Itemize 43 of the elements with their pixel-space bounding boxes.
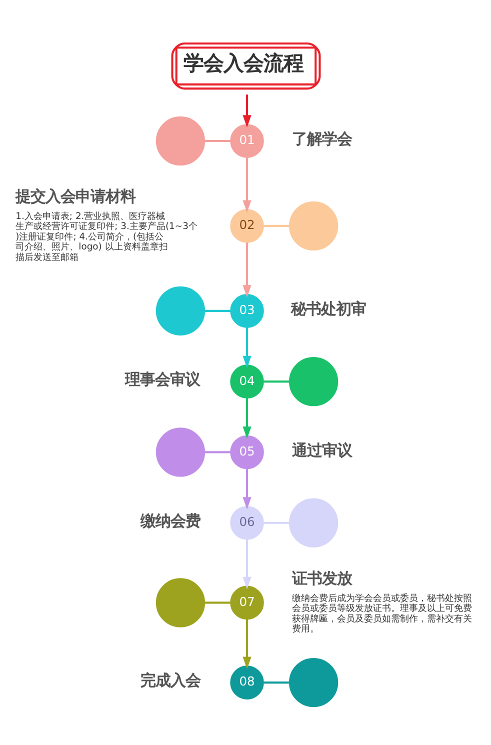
- arrow: [242, 158, 251, 212]
- diagram-title: 学会入会流程: [183, 51, 304, 76]
- node-circle: [288, 201, 338, 251]
- arrow: [242, 94, 251, 128]
- node-circle: 01: [230, 124, 264, 158]
- node-label: 1.入会申请表; 2.营业执照、医疗器械生产或经营许可证复印件; 3.主要产品(1~3个)注册证复印件; 4.公司简介，(包括公司介绍、照片、logo) 以上资料盖章扫描后发送至邮箱: [15, 211, 197, 263]
- node-circle: [155, 286, 205, 336]
- connector: [263, 522, 289, 524]
- node-label: 通过审议: [292, 441, 352, 460]
- node-circle: 05: [230, 435, 264, 470]
- node-circle: 08: [230, 666, 264, 700]
- node-circle: 06: [230, 506, 264, 540]
- connector: [204, 310, 230, 312]
- node-circle: [288, 658, 338, 708]
- arrow: [242, 398, 251, 439]
- arrow: [242, 619, 251, 670]
- node-circle: [155, 578, 205, 628]
- node-circle: 07: [230, 586, 264, 620]
- connector: [263, 380, 289, 383]
- node-label: 完成入会: [140, 672, 200, 690]
- node-label: 证书发放: [292, 569, 352, 588]
- node-circle: [288, 498, 338, 548]
- arrow: [242, 242, 251, 298]
- node-label: 了解学会: [292, 130, 352, 148]
- connector: [263, 224, 289, 227]
- node-circle: 02: [230, 209, 264, 243]
- arrow: [242, 468, 251, 510]
- arrow: [242, 328, 251, 368]
- node-circle: 03: [230, 294, 264, 328]
- node-label: 秘书处初审: [290, 300, 366, 318]
- node-circle: 04: [230, 364, 264, 398]
- connector: [204, 451, 230, 454]
- node-circle: [288, 357, 338, 406]
- node-circle: [155, 116, 205, 166]
- arrow: [242, 539, 251, 590]
- node-label: 提交入会申请材料: [15, 187, 136, 206]
- node-label: 缴纳会费: [140, 512, 200, 530]
- node-label: 理事会审议: [124, 370, 200, 389]
- node-label: 缴纳会费后成为学会会员或委员，秘书处按照会员或委员等级发放证书。理事及以上可免费获得牌匾，会员及委员如需制作，需补交有关费用。: [292, 592, 472, 635]
- connector: [204, 602, 230, 604]
- node-circle: [155, 428, 205, 477]
- connector: [263, 682, 289, 684]
- connector: [204, 140, 230, 142]
